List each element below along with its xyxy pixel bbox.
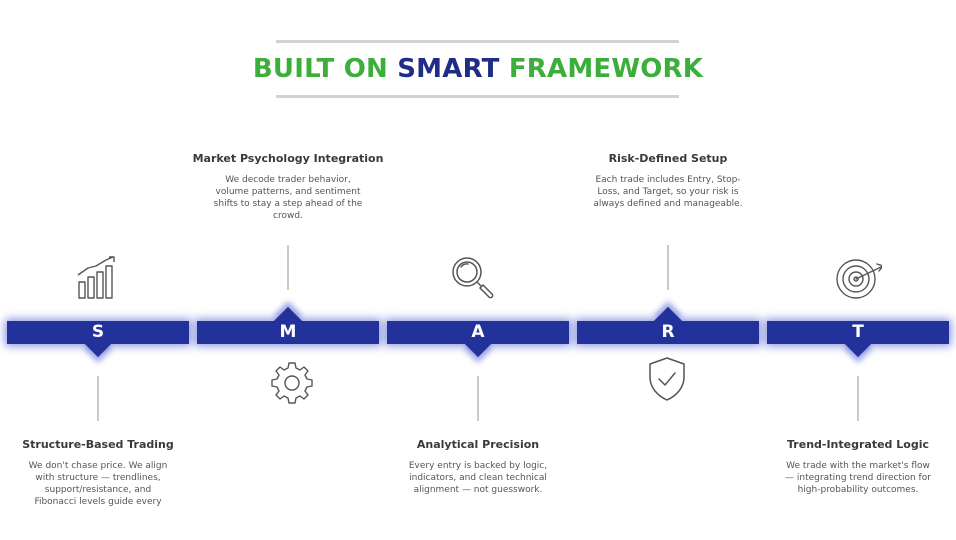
timeline-segment-a: A (387, 321, 569, 358)
step-description: We decode trader behavior, volume patter… (213, 175, 363, 221)
connector-line (667, 245, 669, 290)
target-arrow-icon (834, 254, 885, 302)
segment-letter: T (852, 322, 864, 342)
step-heading: Structure-Based Trading (22, 438, 174, 451)
step-description: We don't chase price. We align with stru… (28, 461, 168, 507)
connector-line (287, 245, 289, 290)
segment-letter: R (661, 322, 675, 342)
step-heading: Analytical Precision (416, 438, 540, 451)
connector-line (477, 376, 479, 421)
magnifier-icon (449, 254, 497, 302)
timeline-segment-m: M (197, 306, 379, 344)
segment-letter: A (471, 322, 485, 342)
bar-chart-growth-icon (74, 254, 122, 302)
timeline-segment-r: R (577, 306, 759, 344)
step-description: We trade with the market's flow — integr… (785, 461, 931, 495)
timeline-segment-t: T (767, 321, 949, 358)
connector-line (857, 376, 859, 421)
segment-letter: S (91, 322, 105, 342)
title-part-built-on: BUILT ON (252, 54, 388, 84)
title-rule-bottom (276, 95, 679, 98)
segment-letter: M (279, 322, 297, 342)
step-heading: Risk-Defined Setup (608, 152, 728, 165)
step-heading: Market Psychology Integration (192, 152, 384, 165)
title-part-smart: SMART (397, 54, 500, 84)
step-description: Each trade includes Entry, Stop-Loss, an… (593, 175, 743, 209)
shield-check-icon (643, 355, 691, 403)
page-title: BUILT ON SMART FRAMEWORK (0, 52, 956, 86)
timeline-segment-s: S (7, 321, 189, 358)
gear-icon (268, 359, 316, 407)
step-description: Every entry is backed by logic, indicato… (408, 461, 548, 495)
connector-line (97, 376, 99, 421)
title-part-framework: FRAMEWORK (508, 54, 704, 84)
step-heading: Trend-Integrated Logic (787, 438, 929, 451)
title-rule-top (276, 40, 679, 43)
